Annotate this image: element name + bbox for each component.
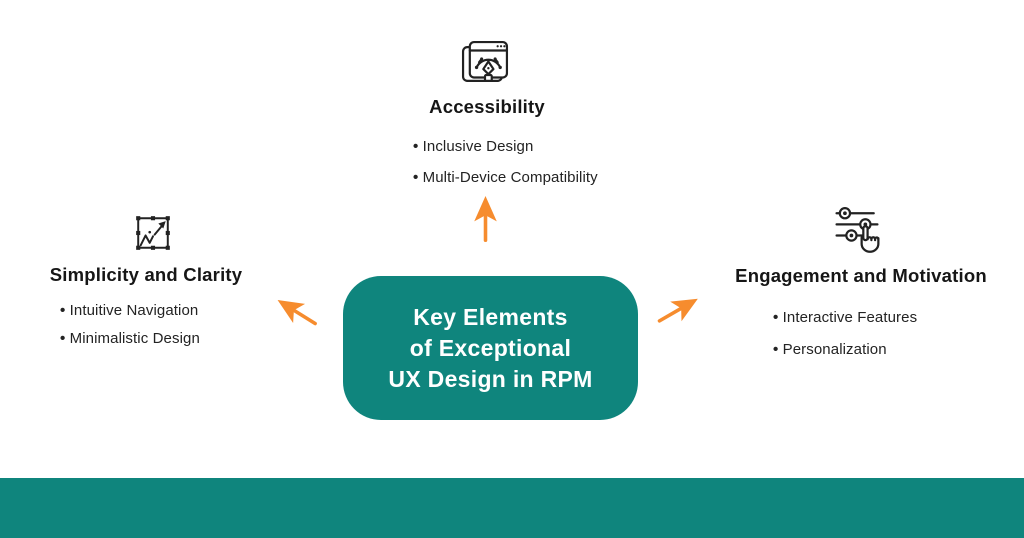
branch-title-simplicity: Simplicity and Clarity (49, 264, 243, 285)
footer-bar: MIND B WSER contact@mindbowser.com www.m… (0, 478, 1024, 538)
arrow-upleft-icon (270, 288, 325, 337)
bullet-item: Interactive Features (773, 302, 917, 334)
wireframe-chart-icon (130, 210, 176, 256)
bullet-item: Multi-Device Compatibility (413, 162, 598, 193)
branch-title-accessibility: Accessibility (429, 96, 545, 117)
bullet-item: Minimalistic Design (60, 325, 200, 353)
arrow-up-icon (471, 196, 500, 243)
center-title: Key Elements of Exceptional UX Design in… (388, 302, 592, 395)
branch-bullets-accessibility: Inclusive Design Multi-Device Compatibil… (413, 131, 598, 193)
branch-bullets-simplicity: Intuitive Navigation Minimalistic Design (60, 297, 200, 353)
bullet-item: Personalization (773, 334, 917, 366)
bullet-item: Inclusive Design (413, 131, 598, 162)
sliders-touch-icon (831, 203, 883, 255)
bullet-item: Intuitive Navigation (60, 297, 200, 325)
branch-bullets-engagement: Interactive Features Personalization (773, 302, 917, 366)
center-title-line: UX Design in RPM (388, 365, 593, 392)
center-title-line: of Exceptional (409, 334, 572, 361)
center-title-line: Key Elements (413, 303, 568, 330)
center-title-box: Key Elements of Exceptional UX Design in… (343, 276, 638, 420)
arrow-upright-icon (650, 286, 705, 335)
branch-title-engagement: Engagement and Motivation (735, 265, 987, 286)
design-tool-icon (458, 36, 512, 92)
